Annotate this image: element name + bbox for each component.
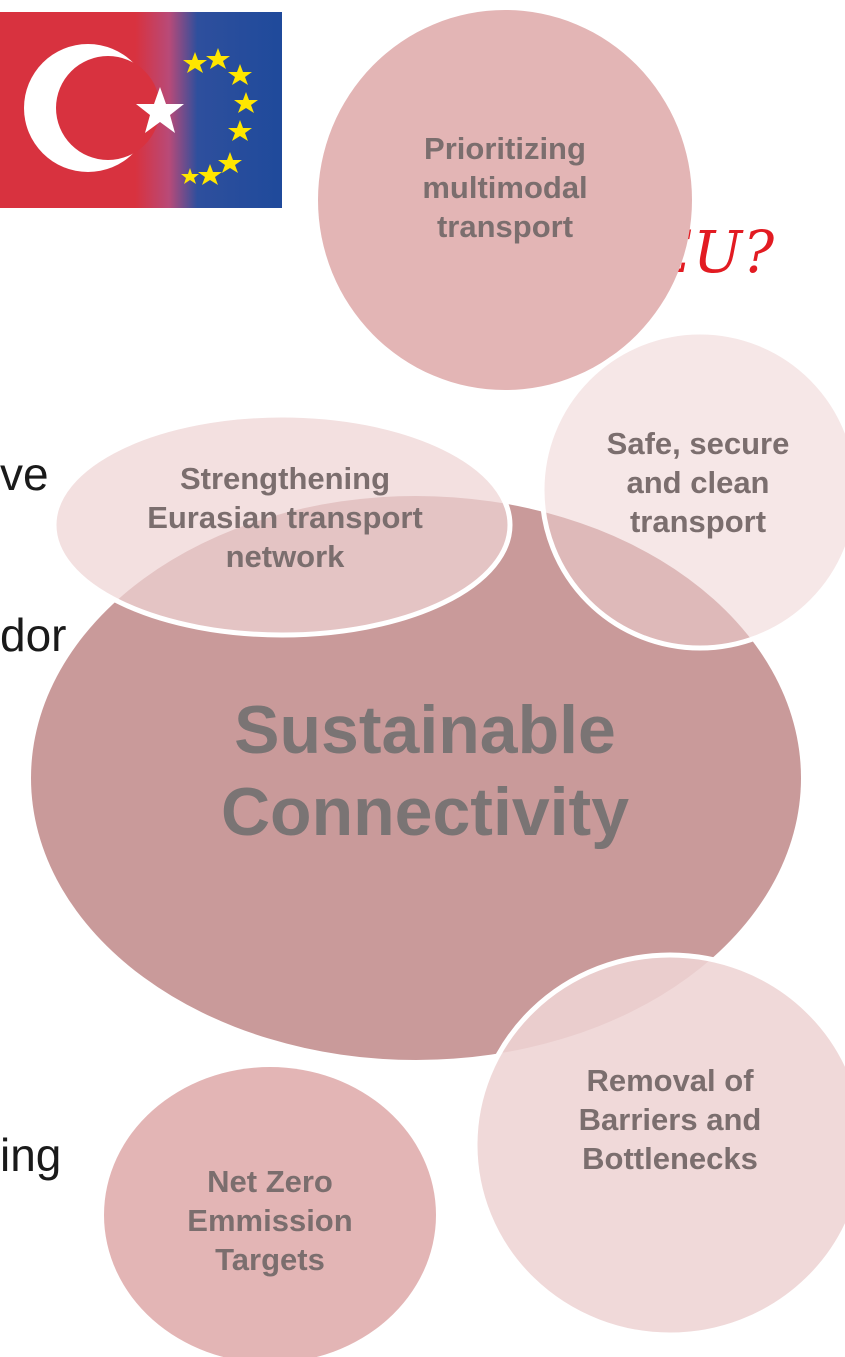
label-line: Strengthening	[179, 461, 391, 496]
label-line: and clean	[626, 464, 770, 500]
label-line: Safe, secure	[606, 426, 790, 461]
label-line: Net Zero	[207, 1164, 333, 1199]
center-ellipse	[31, 496, 801, 1060]
label-barriers: Removal of Barriers and Bottlenecks	[550, 1062, 790, 1178]
label-line: Bottlenecks	[582, 1140, 758, 1176]
label-eurasian: Strengthening Eurasian transport network	[120, 460, 450, 576]
eu-stars-icon	[181, 48, 258, 185]
bubble-safe	[539, 329, 845, 651]
flag-graphic	[24, 44, 258, 185]
bubble-multimodal	[318, 10, 692, 390]
body-text-fragment-1: ve	[0, 448, 49, 500]
label-safe: Safe, secure and clean transport	[583, 425, 813, 541]
label-multimodal: Prioritizing multimodal transport	[385, 130, 625, 246]
bubble-eurasian	[51, 412, 513, 638]
label-line: network	[225, 538, 345, 574]
center-label-line: Sustainable	[234, 692, 616, 768]
center-label-line: Connectivity	[220, 773, 630, 850]
body-text-fragment-2: dor	[0, 609, 67, 661]
bubble-barriers	[472, 952, 845, 1338]
body-text-fragment-3: ing	[0, 1129, 62, 1181]
label-line: Removal of	[586, 1063, 754, 1098]
label-line: Eurasian transport	[147, 499, 423, 535]
turkey-eu-flag-image	[0, 12, 282, 208]
white-star-icon	[136, 87, 184, 133]
label-netzero: Net Zero Emmission Targets	[155, 1163, 385, 1279]
label-line: Barriers and	[578, 1101, 762, 1137]
center-label: Sustainable Connectivity	[150, 690, 700, 853]
bubble-netzero	[104, 1067, 436, 1357]
label-line: Emmission	[187, 1202, 353, 1238]
crescent-inner	[56, 56, 160, 160]
label-line: Targets	[215, 1241, 325, 1277]
label-line: multimodal	[422, 169, 588, 205]
label-line: transport	[629, 503, 767, 539]
label-line: Prioritizing	[424, 131, 586, 166]
label-line: transport	[436, 208, 574, 244]
